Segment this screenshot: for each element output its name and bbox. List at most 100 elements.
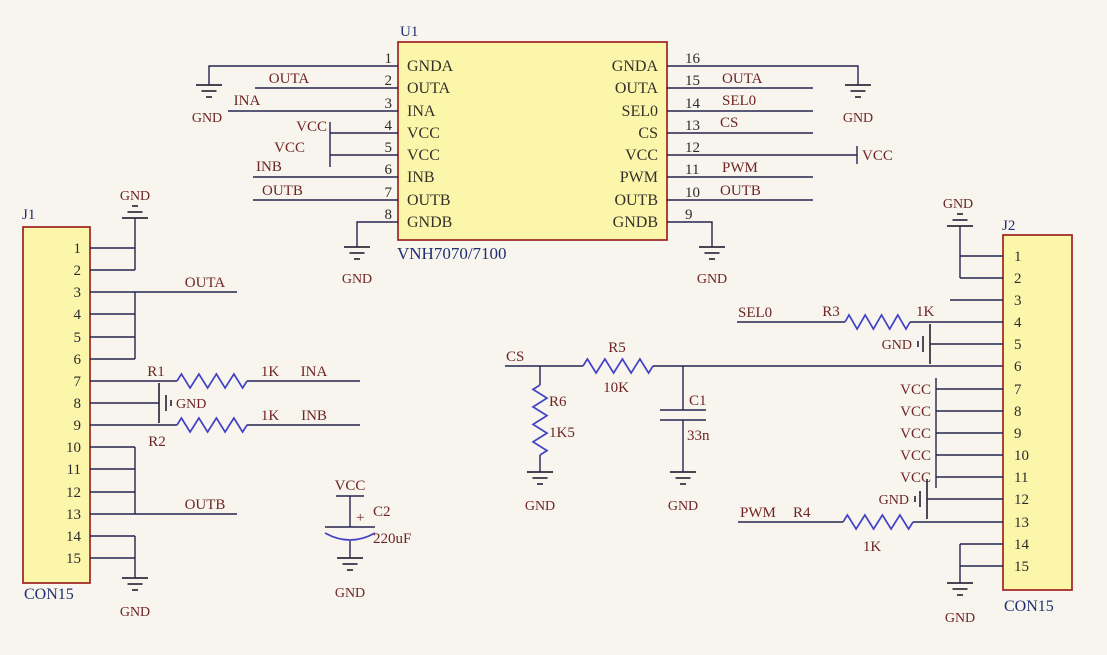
gnd-label: GND <box>879 493 909 508</box>
gnd-label: GND <box>176 397 206 412</box>
net-label-ina: INA <box>301 364 328 380</box>
j1-pin-number: 10 <box>66 440 81 456</box>
r3-ref: R3 <box>822 304 840 320</box>
net-label-outb: OUTB <box>720 183 761 199</box>
j1-pin-number: 4 <box>74 307 82 323</box>
j1-pin-number: 2 <box>74 263 82 279</box>
vcc-label: VCC <box>862 148 893 164</box>
j2-pin-number: 5 <box>1014 337 1022 353</box>
j2-pin-number: 7 <box>1014 382 1022 398</box>
u1-designator: U1 <box>400 24 418 40</box>
r1-value: 1K <box>261 364 280 380</box>
resistor-r4 <box>842 513 914 531</box>
u1-pin-name: PWM <box>620 169 658 186</box>
u1-pin-number: 11 <box>685 162 699 178</box>
j1-pin-number: 13 <box>66 507 81 523</box>
gnd-symbol <box>121 577 149 591</box>
gnd-symbol-sideways <box>914 479 928 519</box>
gnd-label: GND <box>945 611 975 626</box>
u1-pin-number: 13 <box>685 118 700 134</box>
u1-pin-name: VCC <box>407 147 440 164</box>
j1-pin-number: 11 <box>67 462 81 478</box>
wire <box>667 65 859 85</box>
c2-capacitor-circuit: VCC + C2 220uF GND <box>324 478 411 601</box>
c2-curved-plate <box>324 532 376 541</box>
j1-connector: J1 CON15 1 2 3 4 5 6 7 8 9 10 11 12 13 1… <box>22 207 91 603</box>
c1-ref: C1 <box>689 393 707 409</box>
u1-pin-name: OUTB <box>614 192 658 209</box>
u1-ic: U1 VNH7070/7100 1 2 3 4 5 6 7 8 GNDA OUT… <box>385 24 701 263</box>
j2-pin-number: 4 <box>1014 315 1022 331</box>
j1-body <box>22 226 91 584</box>
net-label-inb: INB <box>301 408 327 424</box>
gnd-symbol <box>946 213 974 227</box>
c2-ref: C2 <box>373 504 391 520</box>
net-label-cs: CS <box>720 115 738 131</box>
vcc-label: VCC <box>900 448 931 464</box>
gnd-symbol <box>343 246 371 260</box>
vcc-label: VCC <box>296 119 327 135</box>
gnd-label: GND <box>335 586 365 601</box>
vcc-label: VCC <box>274 140 305 156</box>
j1-pin-number: 9 <box>74 418 82 434</box>
u1-pin-number: 2 <box>385 73 393 89</box>
net-label-outa: OUTA <box>185 275 226 291</box>
j2-pin-number: 11 <box>1014 470 1028 486</box>
j2-pin-number: 1 <box>1014 249 1022 265</box>
j2-pin-number: 10 <box>1014 448 1029 464</box>
u1-pin-name: INA <box>407 103 436 120</box>
vcc-label: VCC <box>900 426 931 442</box>
j2-wires: GND SEL0 R3 1K GND VCC VCC VCC VCC VCC <box>737 197 1003 626</box>
net-label-ina: INA <box>234 93 261 109</box>
u1-pin-name: GNDB <box>613 214 658 231</box>
j1-pin-number: 12 <box>66 485 81 501</box>
u1-pin-name: SEL0 <box>622 103 658 120</box>
j2-pin-number: 14 <box>1014 537 1030 553</box>
gnd-symbol <box>195 84 223 98</box>
capacitor-c1 <box>660 409 706 421</box>
gnd-symbol <box>946 582 974 596</box>
j1-pin-number: 1 <box>74 241 82 257</box>
net-label-sel0: SEL0 <box>738 305 772 321</box>
u1-pin-name: OUTA <box>615 80 659 97</box>
vcc-label: VCC <box>900 404 931 420</box>
u1-pin-name: OUTA <box>407 80 451 97</box>
u1-pin-name: INB <box>407 169 435 186</box>
r4-ref: R4 <box>793 505 811 521</box>
u1-pin-number: 1 <box>385 51 393 67</box>
r5-ref: R5 <box>608 340 626 356</box>
gnd-label: GND <box>342 272 372 287</box>
u1-left-wires: GND OUTA INA VCC VCC INB OUTB GND <box>192 65 398 287</box>
wire <box>667 221 713 247</box>
wire <box>356 221 398 247</box>
j2-pin-number: 13 <box>1014 515 1029 531</box>
j2-pin-number: 8 <box>1014 404 1022 420</box>
u1-pin-name: VCC <box>625 147 658 164</box>
gnd-label: GND <box>882 338 912 353</box>
u1-pin-number: 12 <box>685 140 700 156</box>
c1-value: 33n <box>687 428 710 444</box>
gnd-label: GND <box>120 605 150 620</box>
gnd-label: GND <box>192 111 222 126</box>
u1-pin-name: GNDA <box>407 58 454 75</box>
j1-wires: GND OUTA R1 1K INA GND R2 1K INB <box>90 189 360 620</box>
gnd-label: GND <box>943 197 973 212</box>
net-label-outa: OUTA <box>269 71 310 87</box>
u1-pin-name: GNDA <box>612 58 659 75</box>
j1-type: CON15 <box>24 586 74 603</box>
vcc-label: VCC <box>335 478 366 494</box>
resistor-r1 <box>176 372 248 390</box>
resistor-r3 <box>844 313 911 331</box>
j1-pin-number: 6 <box>74 352 82 368</box>
u1-pin-number: 14 <box>685 96 701 112</box>
u1-pin-name: VCC <box>407 125 440 142</box>
u1-body <box>397 41 668 241</box>
u1-pin-name: GNDB <box>407 214 452 231</box>
resistor-r2 <box>176 416 248 434</box>
gnd-label: GND <box>843 111 873 126</box>
j1-pin-number: 8 <box>74 396 82 412</box>
r3-value: 1K <box>916 304 935 320</box>
vcc-label: VCC <box>900 382 931 398</box>
